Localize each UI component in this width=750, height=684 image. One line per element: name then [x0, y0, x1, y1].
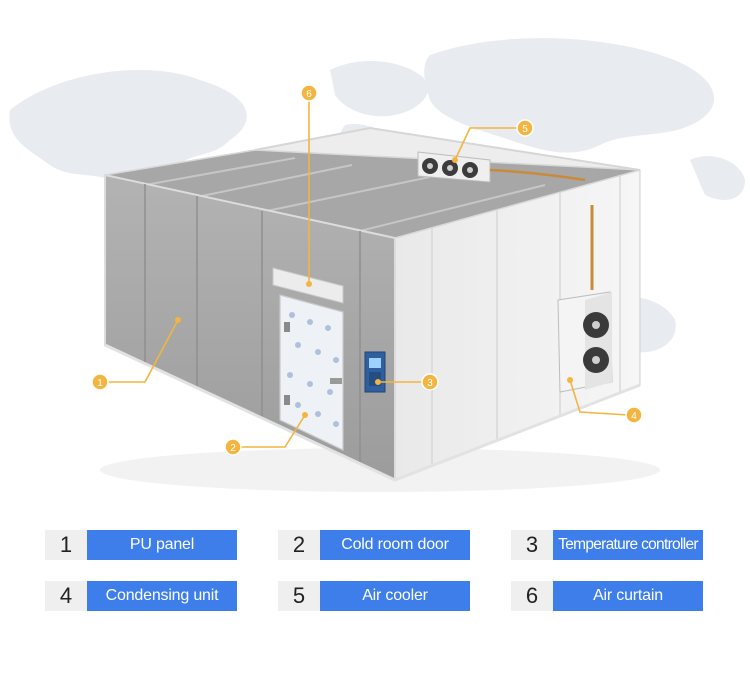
- legend-row-1: 1 PU panel 2 Cold room door 3 Temperatur…: [0, 530, 750, 560]
- callout-number: 4: [631, 411, 637, 422]
- air-cooler: [417, 151, 586, 183]
- legend-number: 6: [511, 581, 553, 611]
- callout-badge-6: 6: [300, 84, 318, 102]
- legend-label: PU panel: [87, 530, 237, 560]
- legend-number: 3: [511, 530, 553, 560]
- callout-dots: [175, 157, 573, 418]
- legend-label: Air curtain: [553, 581, 703, 611]
- callout-badge-5: 5: [516, 119, 534, 137]
- legend-label: Air cooler: [320, 581, 470, 611]
- callout-lines: [108, 100, 629, 448]
- callout-number: 6: [306, 89, 312, 100]
- callout-badge-3: 3: [421, 373, 439, 391]
- callout-number: 5: [522, 124, 528, 135]
- legend-label: Condensing unit: [87, 581, 237, 611]
- legend-number: 5: [278, 581, 320, 611]
- legend-label: Temperature controller: [553, 530, 703, 560]
- callout-number: 1: [97, 378, 103, 389]
- legend-number: 1: [45, 530, 87, 560]
- callout-number: 3: [427, 378, 433, 389]
- legend-label: Cold room door: [320, 530, 470, 560]
- callout-number: 2: [230, 443, 236, 454]
- callout-badge-1: 1: [91, 373, 109, 391]
- legend-number: 2: [278, 530, 320, 560]
- temperature-controller: [364, 351, 386, 393]
- callout-badge-4: 4: [625, 406, 643, 424]
- legend-number: 4: [45, 581, 87, 611]
- condensing-unit: [557, 291, 613, 393]
- legend-row-2: 4 Condensing unit 5 Air cooler 6 Air cur…: [0, 581, 750, 611]
- cold-room-door: [279, 294, 344, 451]
- callout-badge-2: 2: [224, 438, 242, 456]
